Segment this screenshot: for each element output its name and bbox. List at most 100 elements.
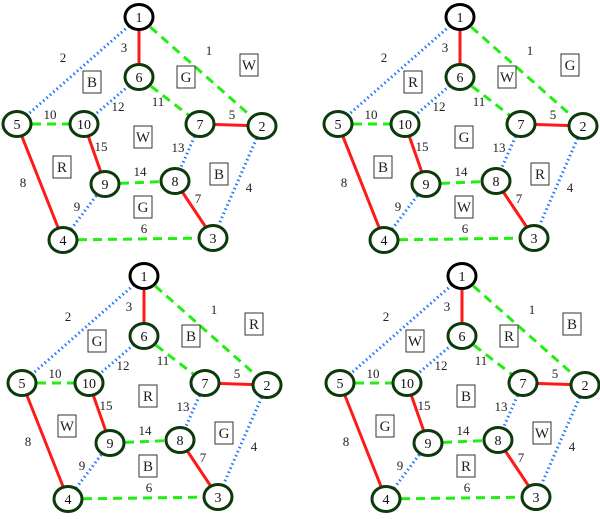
- edge-label: 9: [397, 458, 404, 473]
- node-7: 7: [184, 110, 216, 138]
- node-circle: [368, 226, 400, 254]
- node-label: 8: [177, 434, 184, 449]
- edge-label: 11: [152, 94, 165, 109]
- node-10: 10: [73, 369, 105, 397]
- face-label-box: [373, 155, 393, 179]
- node-circle: [324, 369, 356, 397]
- node-circle: [123, 63, 155, 91]
- node-8: 8: [482, 426, 514, 454]
- node-label: 6: [141, 330, 148, 345]
- edge-1-2: [461, 274, 586, 387]
- node-6: 6: [128, 322, 160, 350]
- node-3: 3: [202, 483, 234, 511]
- face-label-outer: W: [239, 53, 259, 77]
- edge-label: 5: [552, 366, 559, 381]
- face-label-right: G: [214, 421, 234, 445]
- node-4: 4: [52, 485, 84, 513]
- face-label-upper-right: W: [497, 65, 517, 89]
- node-label: 7: [197, 118, 204, 133]
- node-circle: [94, 429, 126, 457]
- node-circle: [68, 110, 100, 138]
- node-3: 3: [518, 224, 550, 252]
- edge-label: 1: [206, 43, 213, 58]
- node-1: 1: [446, 262, 478, 290]
- edge-label: 15: [95, 139, 108, 154]
- face-label-box: [403, 70, 423, 94]
- face-label-text: G: [380, 419, 391, 435]
- face-label-box: [405, 329, 425, 353]
- face-label-box: [138, 384, 158, 408]
- face-label-box: [133, 125, 153, 149]
- node-circle: [444, 3, 476, 31]
- edge-label: 7: [516, 191, 523, 206]
- node-circle: [410, 170, 442, 198]
- node-10: 10: [68, 110, 100, 138]
- face-label-box: [454, 195, 474, 219]
- node-circle: [123, 3, 155, 31]
- face-label-text: W: [535, 426, 550, 442]
- node-circle: [47, 226, 79, 254]
- face-label-text: W: [457, 200, 472, 216]
- node-circle: [159, 167, 191, 195]
- edge-6-10: [88, 334, 145, 385]
- face-label-box: [456, 454, 476, 478]
- face-label-box: [82, 70, 102, 94]
- face-label-bottom: W: [454, 195, 474, 219]
- node-circle: [128, 262, 160, 290]
- face-label-box: [530, 162, 550, 186]
- node-8: 8: [159, 167, 191, 195]
- face-label-upper-right: R: [499, 324, 519, 348]
- edge-label: 4: [567, 180, 574, 195]
- face-label-text: G: [181, 70, 192, 86]
- edge-1-5: [16, 15, 140, 126]
- node-4: 4: [47, 226, 79, 254]
- edge-1-2: [459, 15, 584, 128]
- node-label: 9: [423, 178, 430, 193]
- node-8: 8: [164, 426, 196, 454]
- edge-1-5: [339, 274, 463, 385]
- node-label: 9: [425, 437, 432, 452]
- face-label-box: [138, 454, 158, 478]
- edge-label: 11: [475, 353, 488, 368]
- face-label-box: [375, 414, 395, 438]
- node-6: 6: [444, 63, 476, 91]
- edge-label: 2: [383, 309, 390, 324]
- node-7: 7: [189, 369, 221, 397]
- edge-label: 9: [395, 199, 402, 214]
- face-label-text: G: [565, 58, 576, 74]
- edge-label: 2: [60, 50, 67, 65]
- face-label-text: W: [408, 334, 423, 350]
- edge-label: 3: [121, 40, 128, 55]
- edge-label: 15: [100, 398, 113, 413]
- edge-6-10: [406, 334, 463, 385]
- face-label-center: B: [456, 384, 476, 408]
- face-label-left: G: [375, 414, 395, 438]
- node-10: 10: [391, 369, 423, 397]
- node-2: 2: [567, 112, 599, 140]
- edge-label: 10: [365, 107, 378, 122]
- face-label-text: R: [461, 459, 471, 475]
- edge-label: 9: [74, 199, 81, 214]
- node-circle: [518, 224, 550, 252]
- node-label: 10: [77, 118, 91, 133]
- edge-label: 13: [172, 140, 185, 155]
- edge-label: 14: [455, 164, 469, 179]
- node-circle: [128, 322, 160, 350]
- face-label-right: B: [209, 162, 229, 186]
- face-label-text: R: [535, 167, 545, 183]
- face-label-bottom: B: [138, 454, 158, 478]
- node-7: 7: [507, 369, 539, 397]
- node-2: 2: [569, 371, 600, 399]
- node-label: 2: [259, 120, 266, 135]
- edge-label: 9: [79, 458, 86, 473]
- edge-label: 7: [518, 450, 525, 465]
- edge-label: 14: [139, 423, 153, 438]
- edge-label: 3: [442, 40, 449, 55]
- edge-label: 1: [527, 43, 534, 58]
- edge-1-5: [337, 15, 461, 126]
- face-label-upper-right: G: [176, 65, 196, 89]
- node-circle: [389, 110, 421, 138]
- node-circle: [370, 485, 402, 513]
